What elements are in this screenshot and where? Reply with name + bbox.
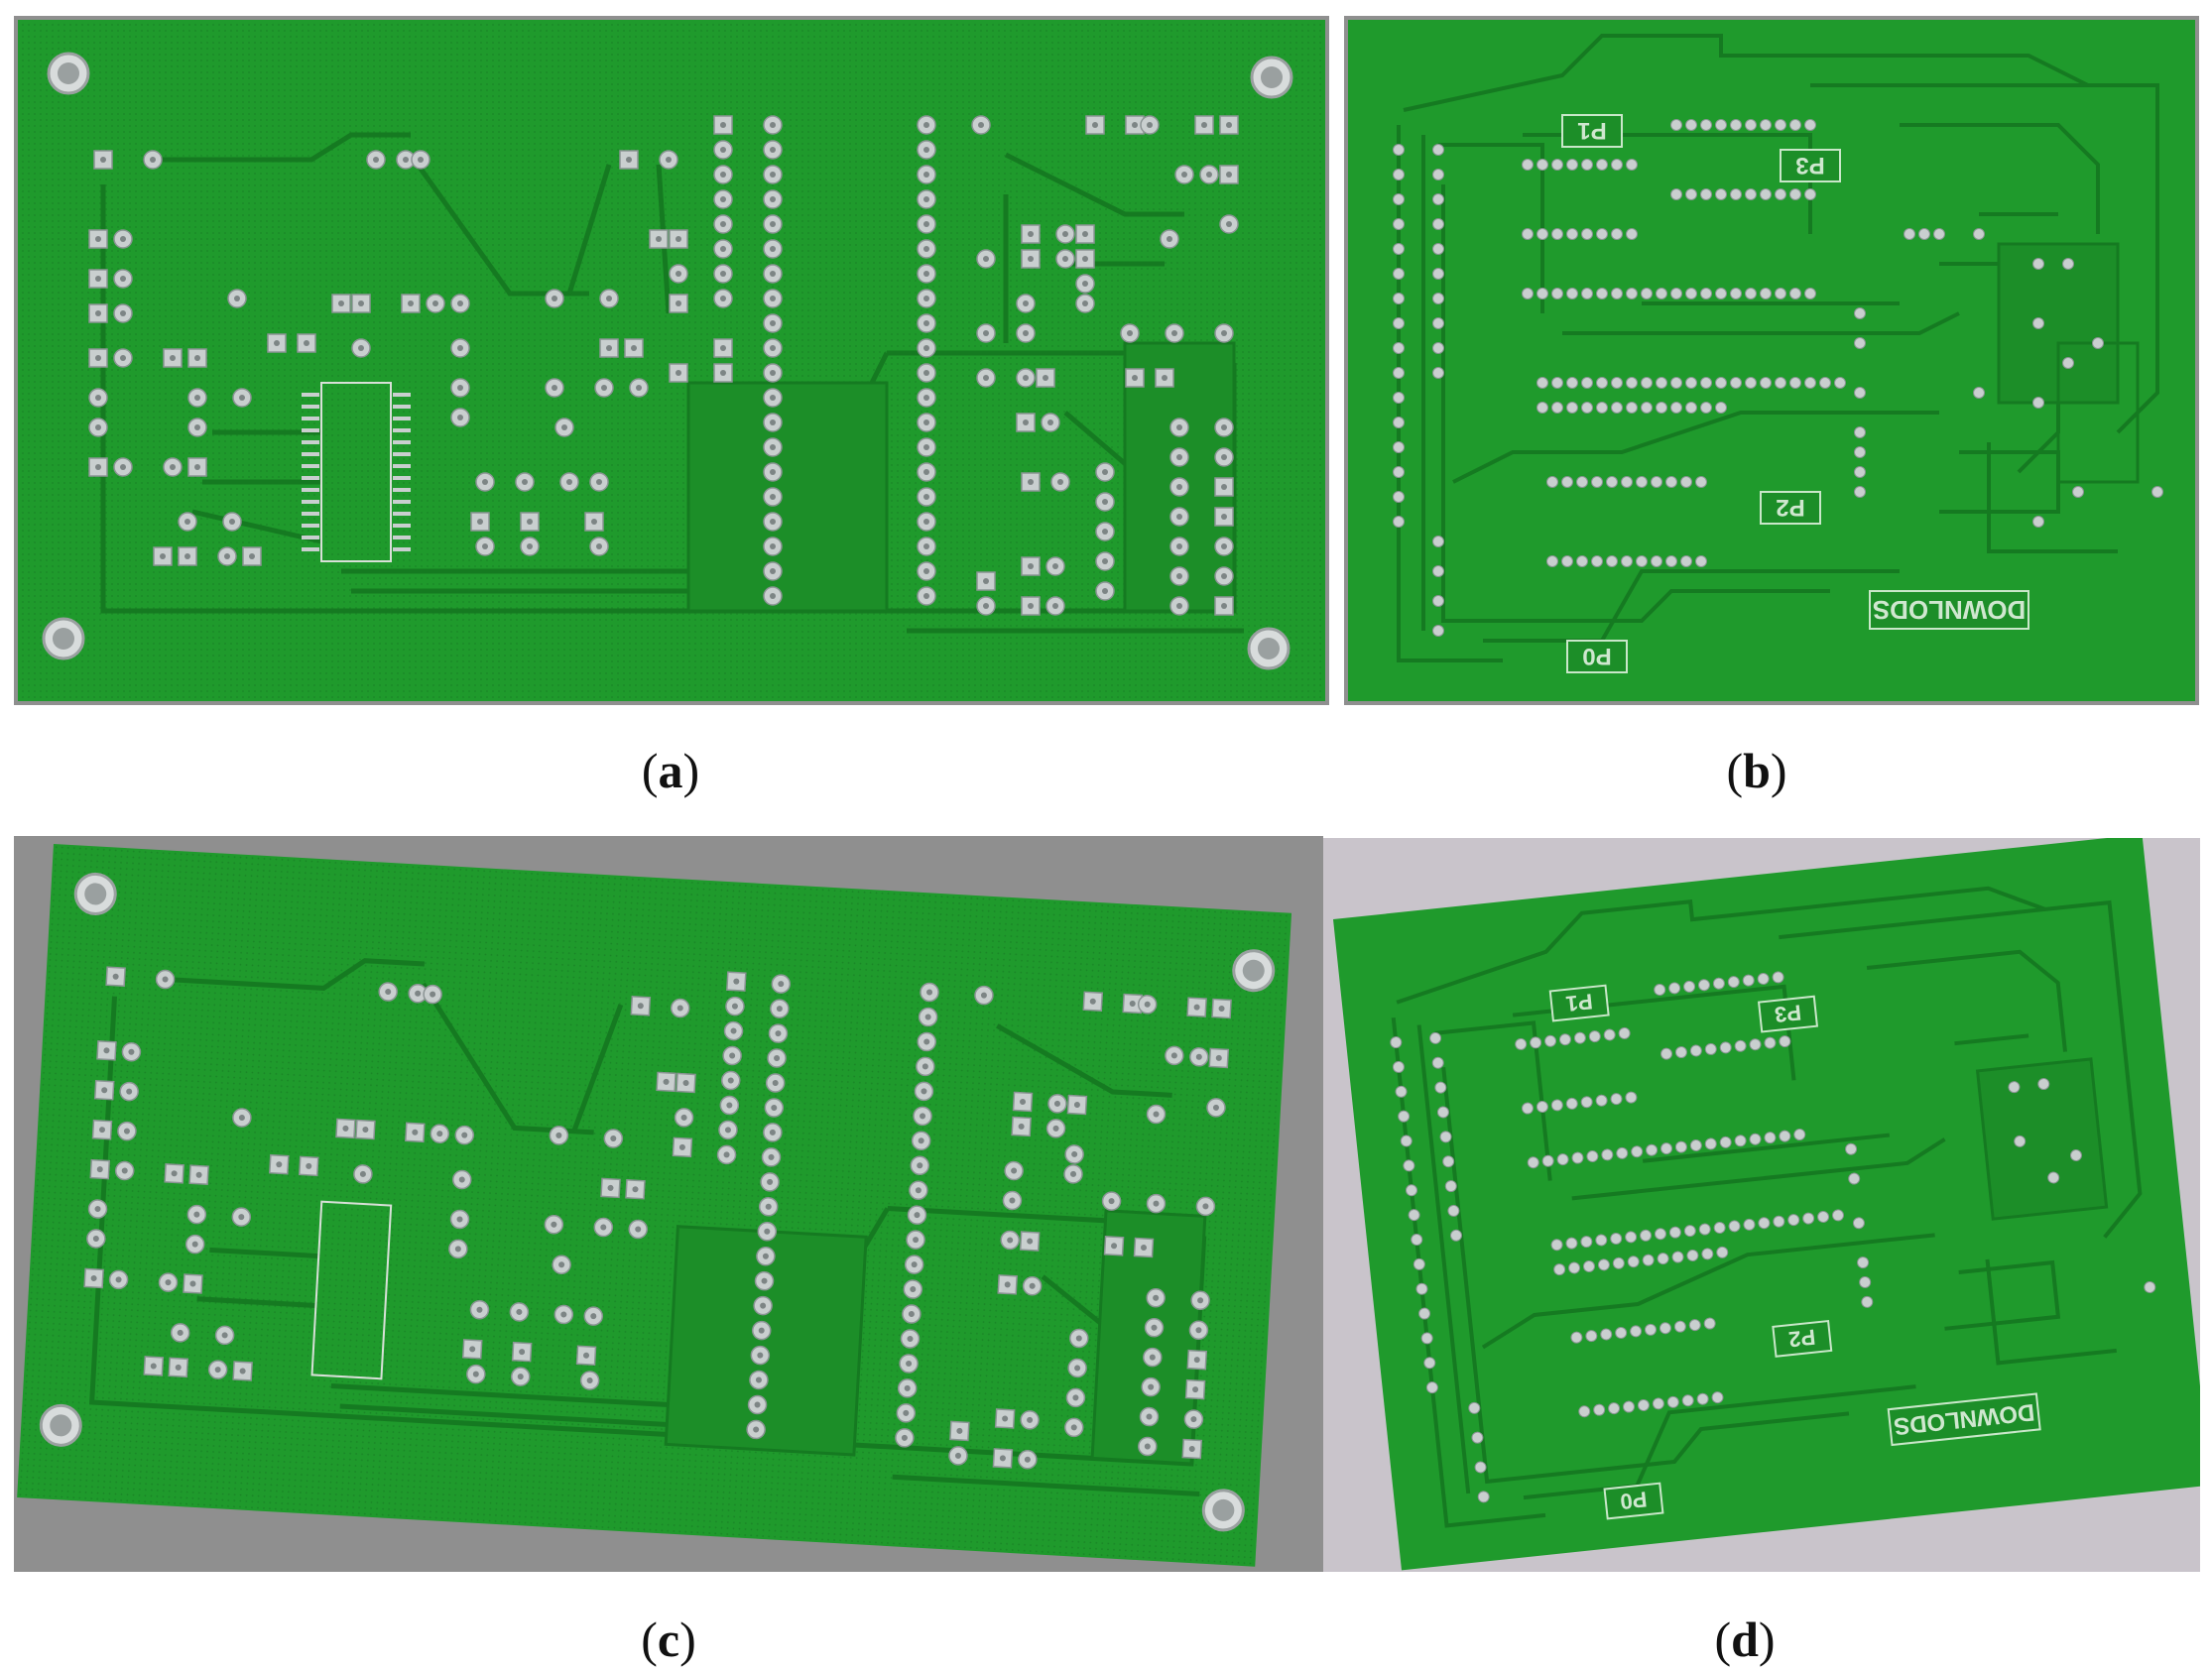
silk-p2-d: P2: [1787, 1325, 1816, 1353]
silk-p1: P1: [1577, 117, 1606, 144]
silk-p2: P2: [1776, 494, 1804, 521]
silk-p0-d: P0: [1619, 1487, 1648, 1514]
caption-a-letter: a: [658, 743, 683, 798]
panel-b: P1 P3 P2 P0 DOWNLODS: [1344, 16, 2199, 705]
caption-d-letter: d: [1731, 1612, 1759, 1667]
panel-a: [14, 16, 1329, 705]
panel-d: P1 P3 P2 P0 DOWNLODS: [1323, 838, 2200, 1572]
pcb-board-a: [14, 16, 1329, 705]
caption-a: (a): [641, 743, 700, 798]
pcb-board-b: P1 P3 P2 P0 DOWNLODS: [1344, 16, 2199, 705]
ic-outline: [320, 382, 392, 562]
silk-p1-d: P1: [1564, 989, 1593, 1016]
caption-b-letter: b: [1743, 743, 1771, 798]
pcb-board-d: P1 P3 P2 P0 DOWNLODS: [1323, 838, 2200, 1572]
caption-d: (d): [1714, 1612, 1776, 1667]
caption-c-letter: c: [657, 1612, 680, 1667]
silk-p3: P3: [1795, 152, 1824, 179]
caption-c: (c): [641, 1612, 696, 1667]
silk-p3-d: P3: [1774, 1000, 1802, 1027]
silk-p0: P0: [1582, 643, 1611, 669]
caption-b: (b): [1726, 743, 1787, 798]
silk-downloads: DOWNLODS: [1873, 595, 2027, 625]
panel-c: [14, 836, 1323, 1572]
pcb-board-c: [14, 836, 1323, 1572]
